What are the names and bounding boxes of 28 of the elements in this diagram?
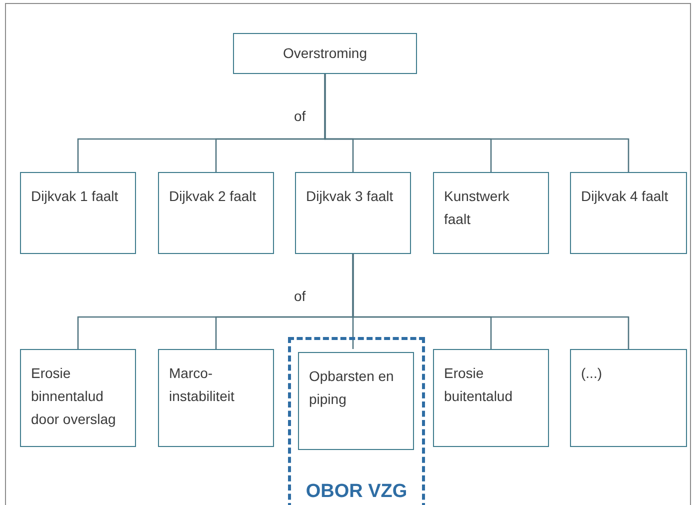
node-label: Dijkvak 3 faalt <box>306 187 394 206</box>
group-label: OBOR VZG <box>306 480 408 504</box>
process-box <box>570 172 687 254</box>
node-label: Dijkvak 4 faalt <box>581 187 668 206</box>
node-label: (...) <box>581 364 602 383</box>
node-label: Overstroming <box>282 44 368 63</box>
dashed-outline <box>288 337 425 505</box>
connector-label: of <box>294 288 306 304</box>
process-box <box>433 349 549 447</box>
connector-line <box>324 74 630 172</box>
process-box <box>20 349 136 447</box>
node-label: Kunstwerk faalt <box>444 187 510 229</box>
node-label: Erosie buitentalud <box>444 364 514 406</box>
node-label: Marco-instabiliteit <box>169 364 236 406</box>
node-label: Dijkvak 1 faalt <box>31 187 118 206</box>
process-box <box>158 349 274 447</box>
process-box <box>433 172 549 254</box>
connector-label: of <box>294 108 306 124</box>
connector-line <box>352 254 630 349</box>
node-label: Erosie binnentalud door overslag <box>31 364 117 429</box>
process-box <box>20 172 136 254</box>
node-label: Opbarsten en piping <box>309 367 395 409</box>
process-box <box>233 33 417 74</box>
process-box <box>298 352 414 450</box>
node-label: Dijkvak 2 faalt <box>169 187 256 206</box>
process-box <box>295 172 411 254</box>
process-box <box>570 349 687 447</box>
process-box <box>158 172 274 254</box>
